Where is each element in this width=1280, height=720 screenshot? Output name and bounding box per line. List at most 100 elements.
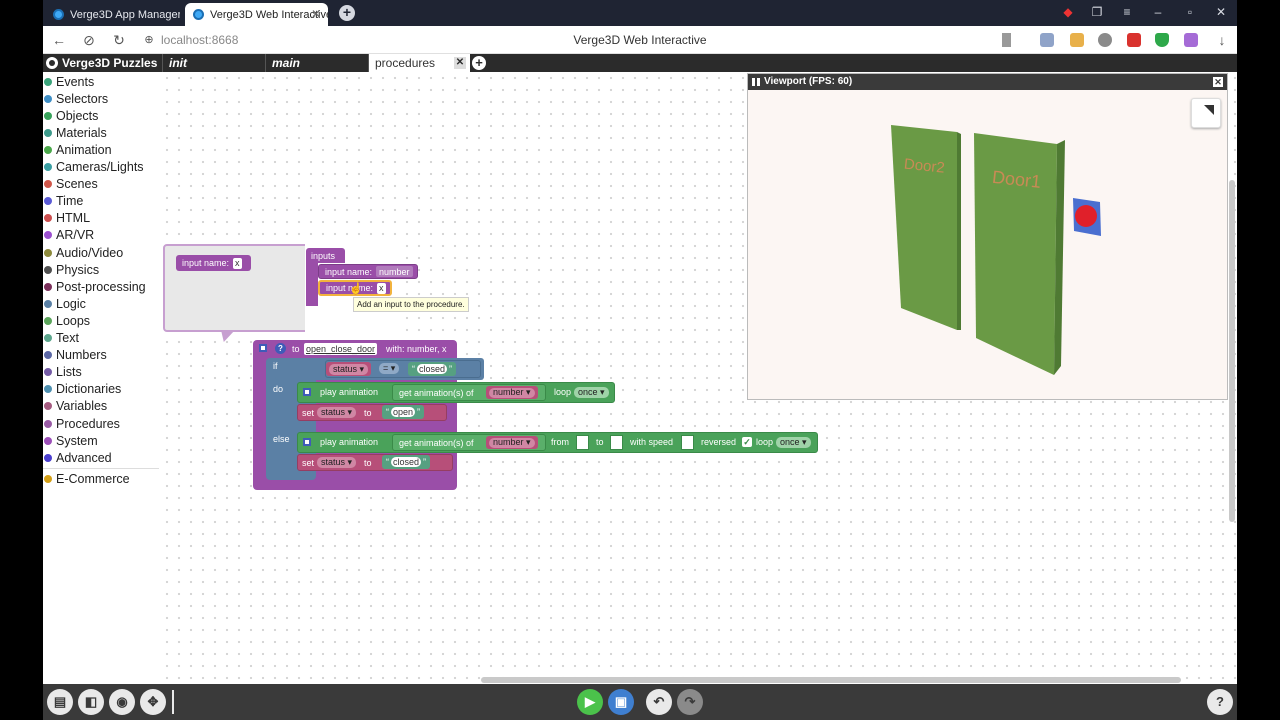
procedure-param-block[interactable]: number ▾ bbox=[486, 386, 538, 399]
library-icon[interactable]: ◧ bbox=[78, 689, 104, 715]
mutator-input-field[interactable]: x bbox=[233, 257, 242, 269]
toolbox-category-lists[interactable]: Lists bbox=[44, 364, 82, 381]
reversed-checkbox[interactable]: ✓ bbox=[742, 437, 752, 447]
operator-dropdown[interactable]: = ▾ bbox=[379, 363, 400, 374]
toolbox-category-physics[interactable]: Physics bbox=[44, 261, 99, 278]
new-tab-button[interactable]: + bbox=[339, 5, 355, 21]
shield-extension-icon[interactable] bbox=[1155, 33, 1169, 47]
text-value[interactable]: open bbox=[391, 407, 416, 417]
scene-3d[interactable]: Door2 Door1 bbox=[748, 90, 1227, 399]
minimize-icon[interactable]: – bbox=[1154, 5, 1162, 19]
toolbox-category-animation[interactable]: Animation bbox=[44, 141, 112, 158]
file-menu-icon[interactable]: ▤ bbox=[47, 689, 73, 715]
globe-extension-icon[interactable] bbox=[1098, 33, 1112, 47]
to-input-slot[interactable] bbox=[610, 435, 623, 450]
fullscreen-icon[interactable] bbox=[1191, 98, 1221, 128]
param-dropdown[interactable]: number ▾ bbox=[489, 387, 535, 398]
toolbox-category-html[interactable]: HTML bbox=[44, 210, 90, 227]
download-icon[interactable]: ↓ bbox=[1218, 32, 1226, 48]
help-icon[interactable]: ? bbox=[275, 343, 286, 354]
toolbox-category-dictionaries[interactable]: Dictionaries bbox=[44, 381, 121, 398]
close-viewport-icon[interactable]: ✕ bbox=[1213, 77, 1223, 87]
toolbox-category-logic[interactable]: Logic bbox=[44, 295, 86, 312]
variable-get-block[interactable]: status ▾ bbox=[326, 362, 372, 376]
text-block[interactable]: “ closed ” bbox=[408, 362, 457, 376]
viewport-panel[interactable]: Viewport (FPS: 60) ✕ Door2 Door1 bbox=[747, 73, 1228, 400]
vpn-icon[interactable]: ◆ bbox=[1063, 5, 1073, 19]
procedure-name-field[interactable]: open_close_door bbox=[304, 343, 378, 355]
pen-extension-icon[interactable] bbox=[1184, 33, 1198, 47]
toolbox-category-selectors[interactable]: Selectors bbox=[44, 90, 108, 107]
loop-dropdown[interactable]: once ▾ bbox=[574, 387, 609, 398]
pause-icon[interactable] bbox=[752, 78, 760, 86]
url-field[interactable]: localhost:8668 bbox=[161, 33, 239, 47]
site-info-icon[interactable]: ⊕ bbox=[144, 34, 154, 46]
toolbox-category-materials[interactable]: Materials bbox=[44, 124, 107, 141]
toolbox-category-procedures[interactable]: Procedures bbox=[44, 415, 120, 432]
toolbox-category-objects[interactable]: Objects bbox=[44, 107, 98, 124]
inputs-container-block[interactable]: inputs bbox=[306, 248, 345, 263]
toolbox-category-events[interactable]: Events bbox=[44, 73, 94, 90]
toolbox-category-cameras-lights[interactable]: Cameras/Lights bbox=[44, 159, 144, 176]
toolbox-category-audio-video[interactable]: Audio/Video bbox=[44, 244, 123, 261]
close-tab-icon[interactable]: ✕ bbox=[310, 7, 321, 21]
toolbox-category-e-commerce[interactable]: E-Commerce bbox=[44, 470, 130, 487]
add-puzzle-tab-icon[interactable]: + bbox=[472, 56, 486, 70]
text-value[interactable]: closed bbox=[417, 364, 448, 374]
procedure-mutator-gear-icon[interactable] bbox=[259, 344, 267, 352]
play-animation-gear-icon[interactable] bbox=[303, 438, 311, 446]
redo-icon[interactable]: ↷ bbox=[677, 689, 703, 715]
toolbox-category-post-processing[interactable]: Post-processing bbox=[44, 278, 146, 295]
text-block[interactable]: “ closed ” bbox=[382, 455, 431, 469]
toolbox-category-text[interactable]: Text bbox=[44, 330, 79, 347]
center-workspace-icon[interactable]: ✥ bbox=[140, 689, 166, 715]
toolbox-category-loops[interactable]: Loops bbox=[44, 312, 90, 329]
reload-icon[interactable]: ↻ bbox=[113, 32, 125, 48]
toolbox-category-numbers[interactable]: Numbers bbox=[44, 347, 107, 364]
toolbox-category-system[interactable]: System bbox=[44, 432, 98, 449]
text-block[interactable]: “ open ” bbox=[382, 405, 425, 419]
set-variable-dropdown[interactable]: status ▾ bbox=[317, 407, 357, 418]
close-puzzle-tab-icon[interactable]: ✕ bbox=[454, 57, 466, 69]
toolbox-category-advanced[interactable]: Advanced bbox=[44, 449, 112, 466]
help-icon[interactable]: ? bbox=[1207, 689, 1233, 715]
toolbox-category-time[interactable]: Time bbox=[44, 193, 83, 210]
toolbox-category-scenes[interactable]: Scenes bbox=[44, 176, 98, 193]
todo-extension-icon[interactable] bbox=[1127, 33, 1141, 47]
save-icon[interactable]: ▣ bbox=[608, 689, 634, 715]
door2-front[interactable] bbox=[891, 125, 957, 330]
tab-manager-icon[interactable]: ❐ bbox=[1091, 5, 1103, 19]
toolbox-category-ar-vr[interactable]: AR/VR bbox=[44, 227, 94, 244]
mutator-input-name-x[interactable]: input name: x bbox=[318, 280, 392, 296]
browser-tab-app-manager[interactable]: Verge3D App Manager bbox=[45, 3, 180, 26]
browser-tab-web-interactive[interactable]: Verge3D Web Interactive ✕ bbox=[185, 3, 328, 26]
speed-input-slot[interactable] bbox=[681, 435, 694, 450]
text-value[interactable]: closed bbox=[391, 457, 422, 467]
back-arrow-icon[interactable]: ← bbox=[52, 32, 66, 48]
tab-procedures[interactable]: procedures bbox=[368, 54, 470, 72]
tab-init[interactable]: init bbox=[162, 54, 264, 72]
menu-icon[interactable]: ≡ bbox=[1123, 5, 1131, 19]
sidebar-icon[interactable]: ⊘ bbox=[83, 32, 95, 48]
door1-front[interactable] bbox=[974, 133, 1057, 375]
loop-dropdown[interactable]: once ▾ bbox=[776, 437, 811, 448]
run-icon[interactable]: ▶ bbox=[577, 689, 603, 715]
from-input-slot[interactable] bbox=[576, 435, 589, 450]
input-name-field[interactable]: x bbox=[377, 282, 386, 294]
param-dropdown[interactable]: number ▾ bbox=[489, 437, 535, 448]
horizontal-scrollbar[interactable] bbox=[481, 677, 1181, 683]
tab-main[interactable]: main bbox=[265, 54, 367, 72]
variable-dropdown[interactable]: status ▾ bbox=[329, 363, 369, 375]
toolbox-category-variables[interactable]: Variables bbox=[44, 398, 107, 415]
mutator-input-block[interactable]: input name: x bbox=[176, 255, 251, 271]
red-button[interactable] bbox=[1075, 205, 1097, 227]
input-name-field[interactable]: number bbox=[376, 266, 413, 277]
close-window-icon[interactable]: ✕ bbox=[1215, 5, 1227, 19]
procedure-param-block[interactable]: number ▾ bbox=[486, 436, 538, 449]
screenshot-icon[interactable]: ◉ bbox=[109, 689, 135, 715]
set-variable-dropdown[interactable]: status ▾ bbox=[317, 457, 357, 468]
mail-extension-icon[interactable] bbox=[1040, 33, 1054, 47]
undo-icon[interactable]: ↶ bbox=[646, 689, 672, 715]
calendar-extension-icon[interactable] bbox=[1070, 33, 1084, 47]
vertical-scrollbar[interactable] bbox=[1229, 180, 1235, 522]
